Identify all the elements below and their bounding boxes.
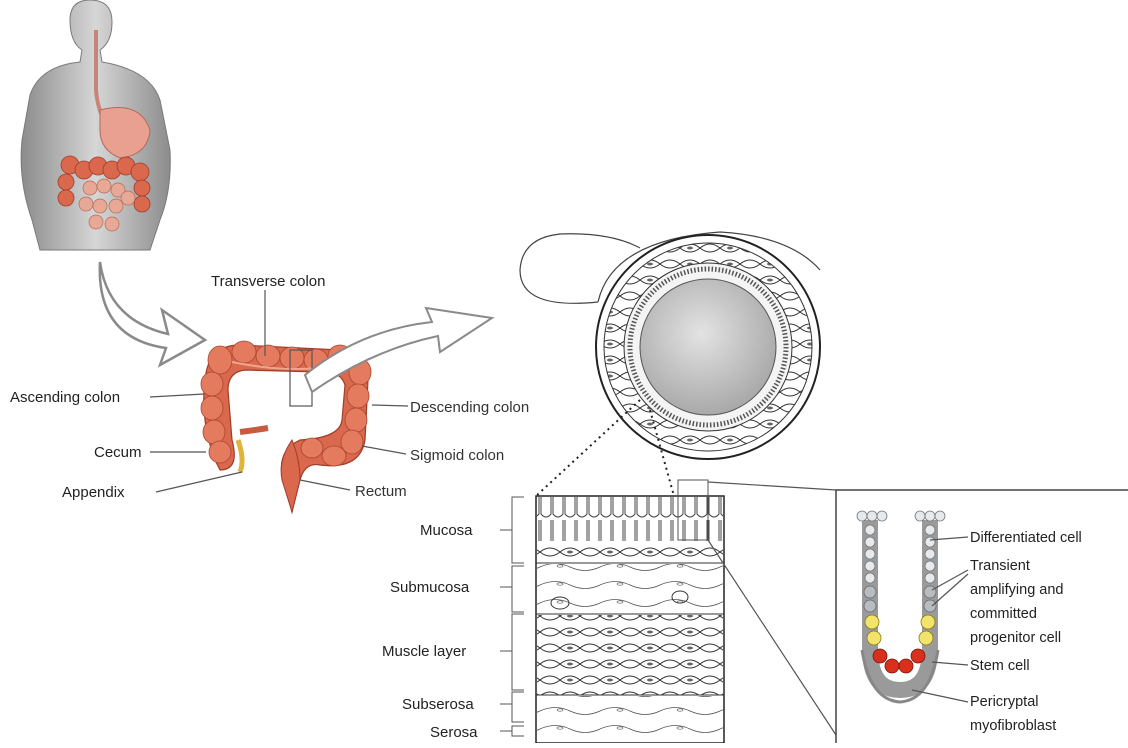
label-pericryptal-1: Pericryptal — [970, 694, 1039, 710]
crypt-labels: Differentiated cell Transient amplifying… — [970, 530, 1082, 734]
label-pericryptal-2: myofibroblast — [970, 718, 1056, 734]
label-transient-3: committed — [970, 606, 1037, 622]
torso-illustration — [21, 0, 170, 250]
zoom-line-bottom — [708, 540, 836, 735]
label-serosa: Serosa — [430, 724, 478, 741]
label-transverse-colon: Transverse colon — [211, 273, 326, 290]
label-descending-colon: Descending colon — [410, 399, 529, 416]
label-transient-4: progenitor cell — [970, 630, 1061, 646]
label-mucosa: Mucosa — [420, 522, 473, 539]
curved-arrow-icon — [100, 262, 205, 365]
label-appendix: Appendix — [62, 484, 125, 501]
label-stem-cell: Stem cell — [970, 658, 1030, 674]
label-differentiated-cell: Differentiated cell — [970, 530, 1082, 546]
colon-pointer-lines — [150, 290, 408, 492]
layer-brackets — [500, 497, 524, 736]
label-submucosa: Submucosa — [390, 579, 470, 596]
tissue-layers-block — [536, 480, 724, 743]
label-sigmoid-colon: Sigmoid colon — [410, 447, 504, 464]
label-muscle-layer: Muscle layer — [382, 643, 466, 660]
label-cecum: Cecum — [94, 444, 142, 461]
zoom-line-top — [708, 482, 836, 490]
label-transient-1: Transient — [970, 558, 1030, 574]
label-rectum: Rectum — [355, 483, 407, 500]
colon-labels: Transverse colon Ascending colon Cecum A… — [10, 273, 529, 501]
label-ascending-colon: Ascending colon — [10, 389, 120, 406]
label-transient-2: amplifying and — [970, 582, 1064, 598]
layer-labels: Mucosa Submucosa Muscle layer Subserosa … — [382, 522, 478, 741]
label-subserosa: Subserosa — [402, 696, 474, 713]
colon-cross-section — [520, 232, 820, 459]
